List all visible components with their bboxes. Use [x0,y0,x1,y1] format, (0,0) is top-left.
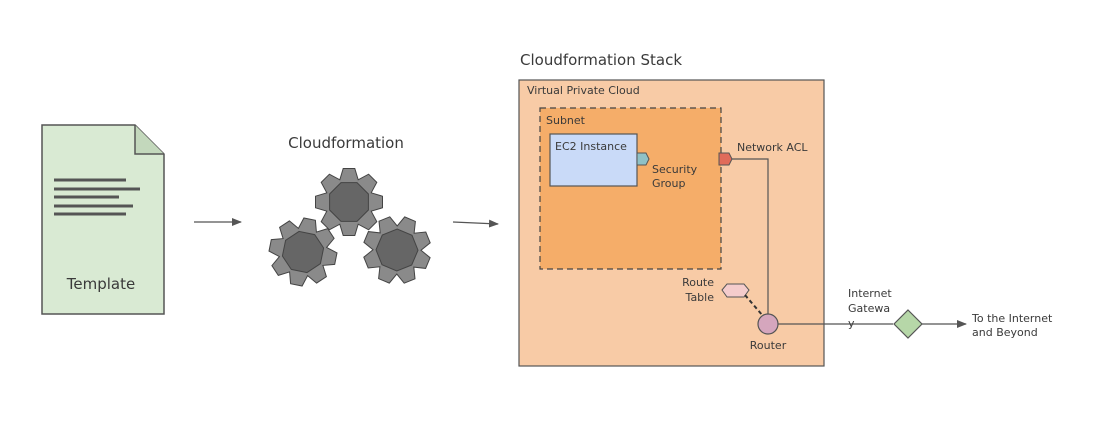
gear-body [375,228,419,272]
gear-body [281,230,325,274]
route-table-label-line2: Table [685,291,715,304]
subnet-box [539,107,722,270]
internet-gateway-label-line2: Gatewa [848,302,890,315]
router-label: Router [750,339,787,352]
ec2-instance-label: EC2 Instance [555,140,627,153]
network-acl-label: Network ACL [737,141,808,154]
gear-icon [315,168,383,236]
gear-icon [268,217,338,287]
security-group-label-line1: Security [652,163,698,176]
cloudformation-label: Cloudformation [288,134,404,152]
template-label: Template [66,275,135,293]
router-icon [757,313,779,335]
vpc-label: Virtual Private Cloud [527,84,640,97]
gear-body [329,182,369,222]
route-table-label-line1: Route [682,276,714,289]
stack-title: Cloudformation Stack [520,51,682,69]
gear-icon [363,216,431,284]
ec2-instance-box [549,133,638,187]
internet-gateway-label-line3: y [848,317,855,330]
destination-label-line2: and Beyond [972,326,1038,339]
template-text-lines [54,178,140,216]
template-page-fold [134,125,164,155]
connector-acl-to-router [732,158,769,315]
template-document: Template [41,124,165,315]
subnet-label: Subnet [546,114,586,127]
network-acl-icon [718,152,733,166]
template-page-shape [41,124,165,315]
security-group-label-line2: Group [652,177,686,190]
destination-label-line1: To the Internet [971,312,1053,325]
security-group-icon [636,152,650,166]
route-table-icon [721,283,750,298]
internet-gateway-icon [893,309,923,339]
cloudformation-gears-icon [268,168,431,287]
internet-gateway-label-line1: Internet [848,287,892,300]
arrow-cloudformation-to-stack [452,219,499,228]
connector-route-table-to-router [744,294,764,317]
